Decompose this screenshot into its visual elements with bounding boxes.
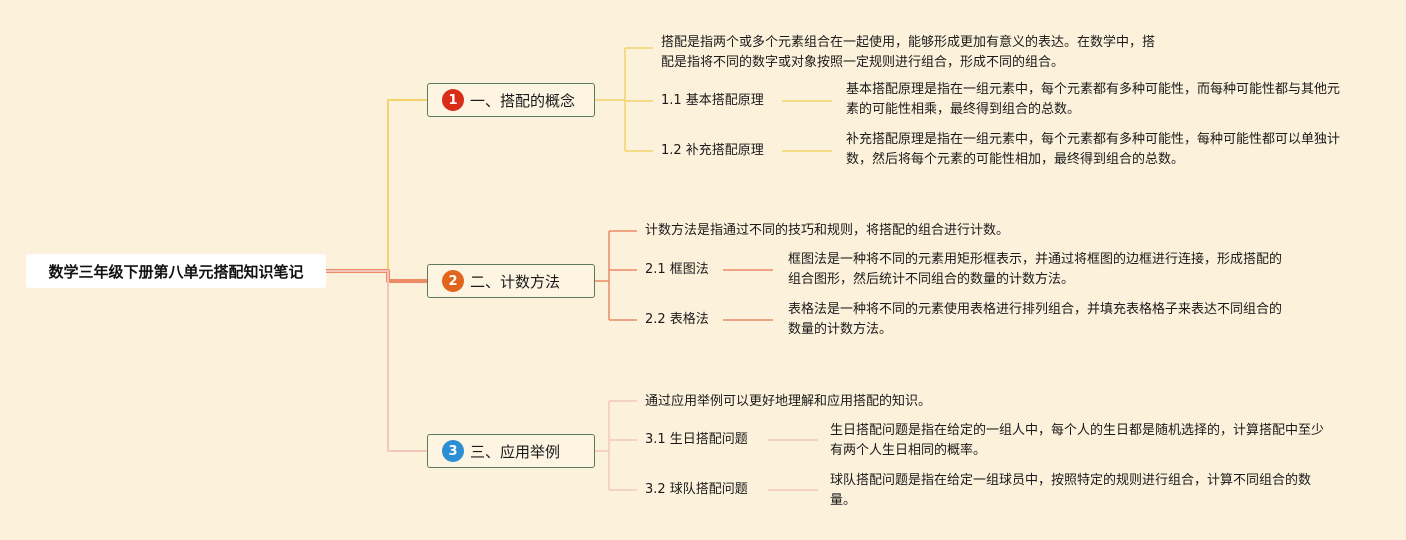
- branch-title: 三、应用举例: [470, 442, 561, 461]
- branch-2-intro: 计数方法是指通过不同的技巧和规则，将搭配的组合进行计数。: [645, 223, 1010, 238]
- connector-root-branch-3: [326, 270, 427, 452]
- branch-node-1[interactable]: 1 一、搭配的概念: [427, 83, 595, 117]
- sub-node-1-1[interactable]: 1.1 基本搭配原理: [661, 93, 764, 108]
- sub-1-1-description: 基本搭配原理是指在一组元素中，每个元素都有多种可能性，而每种可能性都与其他元素的…: [846, 82, 1341, 117]
- sub-node-2-2[interactable]: 2.2 表格法: [645, 312, 709, 327]
- branch-1-intro: 搭配是指两个或多个元素组合在一起使用，能够形成更加有意义的表达。在数学中，搭配是…: [661, 35, 1156, 70]
- number-badge-icon: 1: [442, 89, 464, 111]
- branch-title: 一、搭配的概念: [470, 91, 576, 110]
- branch-3-intro: 通过应用举例可以更好地理解和应用搭配的知识。: [645, 394, 932, 409]
- sub-3-1-description: 生日搭配问题是指在给定的一组人中，每个人的生日都是随机选择的，计算搭配中至少有两…: [830, 423, 1325, 458]
- sub-node-2-1[interactable]: 2.1 框图法: [645, 262, 709, 277]
- sub-node-3-2[interactable]: 3.2 球队搭配问题: [645, 482, 748, 497]
- connector-root-branch-1: [326, 99, 427, 272]
- root-title: 数学三年级下册第八单元搭配知识笔记: [48, 262, 304, 281]
- sub-3-2-description: 球队搭配问题是指在给定一组球员中，按照特定的规则进行组合，计算不同组合的数量。: [830, 473, 1312, 508]
- connector-root-branch-2: [326, 269, 427, 283]
- root-node[interactable]: 数学三年级下册第八单元搭配知识笔记: [26, 254, 326, 288]
- sub-2-2-description: 表格法是一种将不同的元素使用表格进行排列组合，并填充表格格子来表达不同组合的数量…: [788, 302, 1283, 337]
- sub-node-3-1[interactable]: 3.1 生日搭配问题: [645, 432, 748, 447]
- sub-1-2-description: 补充搭配原理是指在一组元素中，每个元素都有多种可能性，每种可能性都可以单独计数，…: [846, 132, 1341, 167]
- number-badge-icon: 2: [442, 270, 464, 292]
- branch-node-2[interactable]: 2 二、计数方法: [427, 264, 595, 298]
- branch-node-3[interactable]: 3 三、应用举例: [427, 434, 595, 468]
- sub-node-1-2[interactable]: 1.2 补充搭配原理: [661, 143, 764, 158]
- branch-title: 二、计数方法: [470, 272, 561, 291]
- sub-2-1-description: 框图法是一种将不同的元素用矩形框表示，并通过将框图的边框进行连接，形成搭配的组合…: [788, 252, 1283, 287]
- number-badge-icon: 3: [442, 440, 464, 462]
